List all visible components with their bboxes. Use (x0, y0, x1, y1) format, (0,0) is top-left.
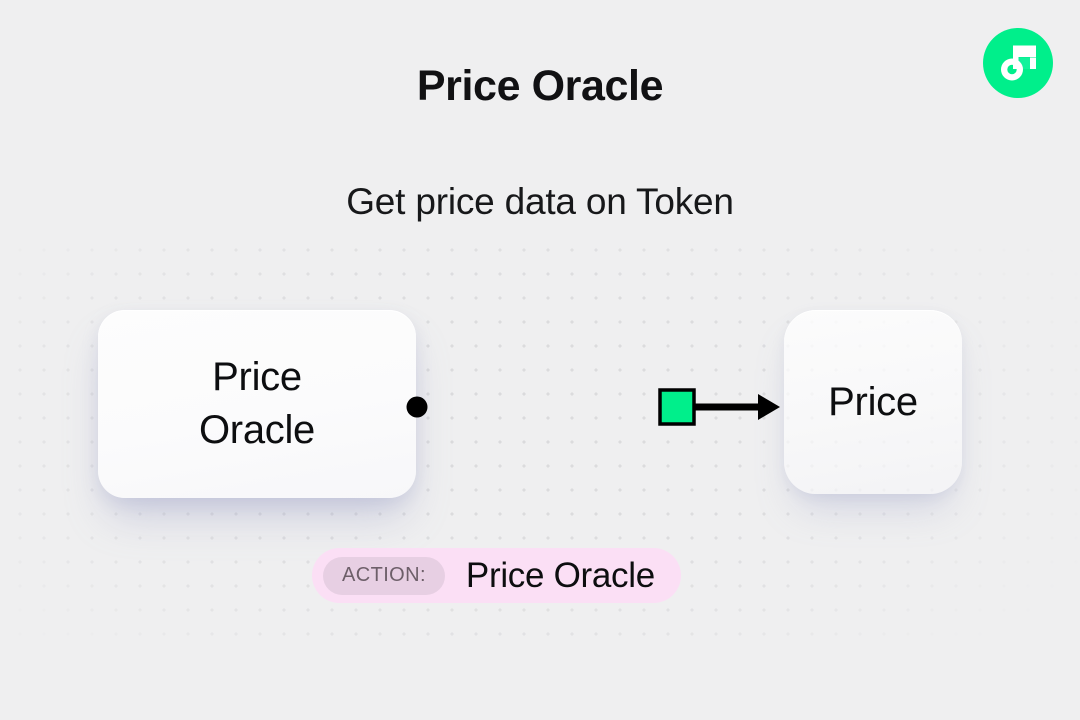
node-price-label: Price (828, 379, 918, 424)
action-badge-label: ACTION: (342, 564, 426, 586)
node-price[interactable]: Price (784, 310, 962, 494)
connector-arrow-icon (758, 394, 780, 420)
action-pill[interactable]: ACTION: Price Oracle (312, 548, 681, 603)
page-subtitle: Get price data on Token (346, 181, 734, 222)
node-price-oracle[interactable]: Price Oracle (98, 310, 416, 498)
flow-logo-icon (983, 28, 1053, 98)
connector-green-square-icon[interactable] (658, 388, 696, 426)
connector-edge[interactable] (390, 372, 800, 442)
page-title: Price Oracle (416, 62, 664, 110)
action-badge: ACTION: (323, 556, 445, 595)
action-value: Price Oracle (465, 555, 655, 595)
node-price-oracle-label: Price Oracle (198, 354, 315, 452)
connector-start-dot-icon (406, 396, 428, 418)
